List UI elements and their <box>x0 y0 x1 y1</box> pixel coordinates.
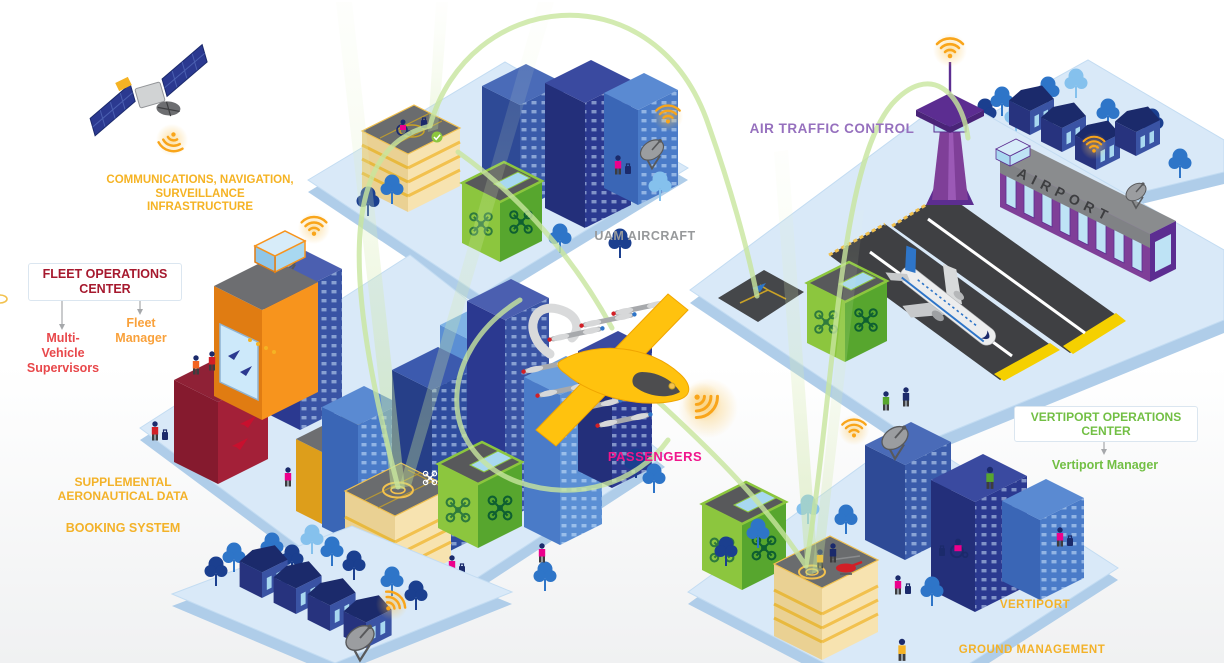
label-supplemental-aeronautical-data: SUPPLEMENTAL AERONAUTICAL DATA <box>57 475 189 504</box>
label-vertiport-operations-center: VERTIPORT OPERATIONS CENTER <box>1014 406 1198 443</box>
label-vertiport-manager: Vertiport Manager <box>1051 458 1159 472</box>
uam-aircraft-icon <box>520 293 738 447</box>
wifi-signal-icon <box>1079 131 1109 161</box>
office-tower <box>1002 479 1084 600</box>
label-fleet-manager: Fleet Manager <box>115 316 167 345</box>
tree-icon <box>533 561 557 591</box>
communication-links <box>356 12 971 569</box>
airplane-icon <box>240 416 256 428</box>
label-passengers: PASSENGERS <box>607 449 703 464</box>
airplane-icon <box>885 245 996 346</box>
drone-hub-building-left <box>435 440 525 548</box>
person-icon <box>538 543 546 563</box>
vertiport-block <box>687 413 1119 663</box>
label-uam-aircraft: UAM AIRCRAFT <box>594 229 696 243</box>
signal-beams <box>336 2 864 576</box>
wifi-signal-icon <box>837 413 871 447</box>
airplane-icon <box>232 438 248 450</box>
check-icon <box>431 131 443 143</box>
label-multi-vehicle-supervisors: Multi- Vehicle Supervisors <box>26 331 100 375</box>
wifi-signal-icon <box>931 31 969 69</box>
drone-hub-building-vertiport <box>699 480 789 590</box>
satellite-icon <box>89 43 208 137</box>
control-center-building <box>214 230 318 420</box>
label-fleet-operations-center: FLEET OPERATIONS CENTER <box>28 263 182 301</box>
office-tower <box>865 420 951 560</box>
vertiport-garage-helipad <box>772 535 880 660</box>
wifi-signal-icon <box>651 99 685 133</box>
label-ground-management: GROUND MANAGEMENT <box>958 644 1106 656</box>
airport-block: AIRPORT <box>0 31 1224 457</box>
airport-terminal: AIRPORT <box>995 138 1176 282</box>
wifi-signal-icon <box>150 118 194 162</box>
residential-block-bottom-left <box>170 524 514 663</box>
control-tower-icon <box>916 31 984 205</box>
label-cns-infrastructure: COMMUNICATIONS, NAVIGATION, SURVEILLANCE… <box>106 174 294 214</box>
label-connectors <box>59 301 1107 455</box>
label-air-traffic-control: AIR TRAFFIC CONTROL <box>749 121 915 136</box>
label-booking-system: BOOKING SYSTEM <box>65 521 181 535</box>
label-vertiport: VERTIPORT <box>999 599 1071 611</box>
